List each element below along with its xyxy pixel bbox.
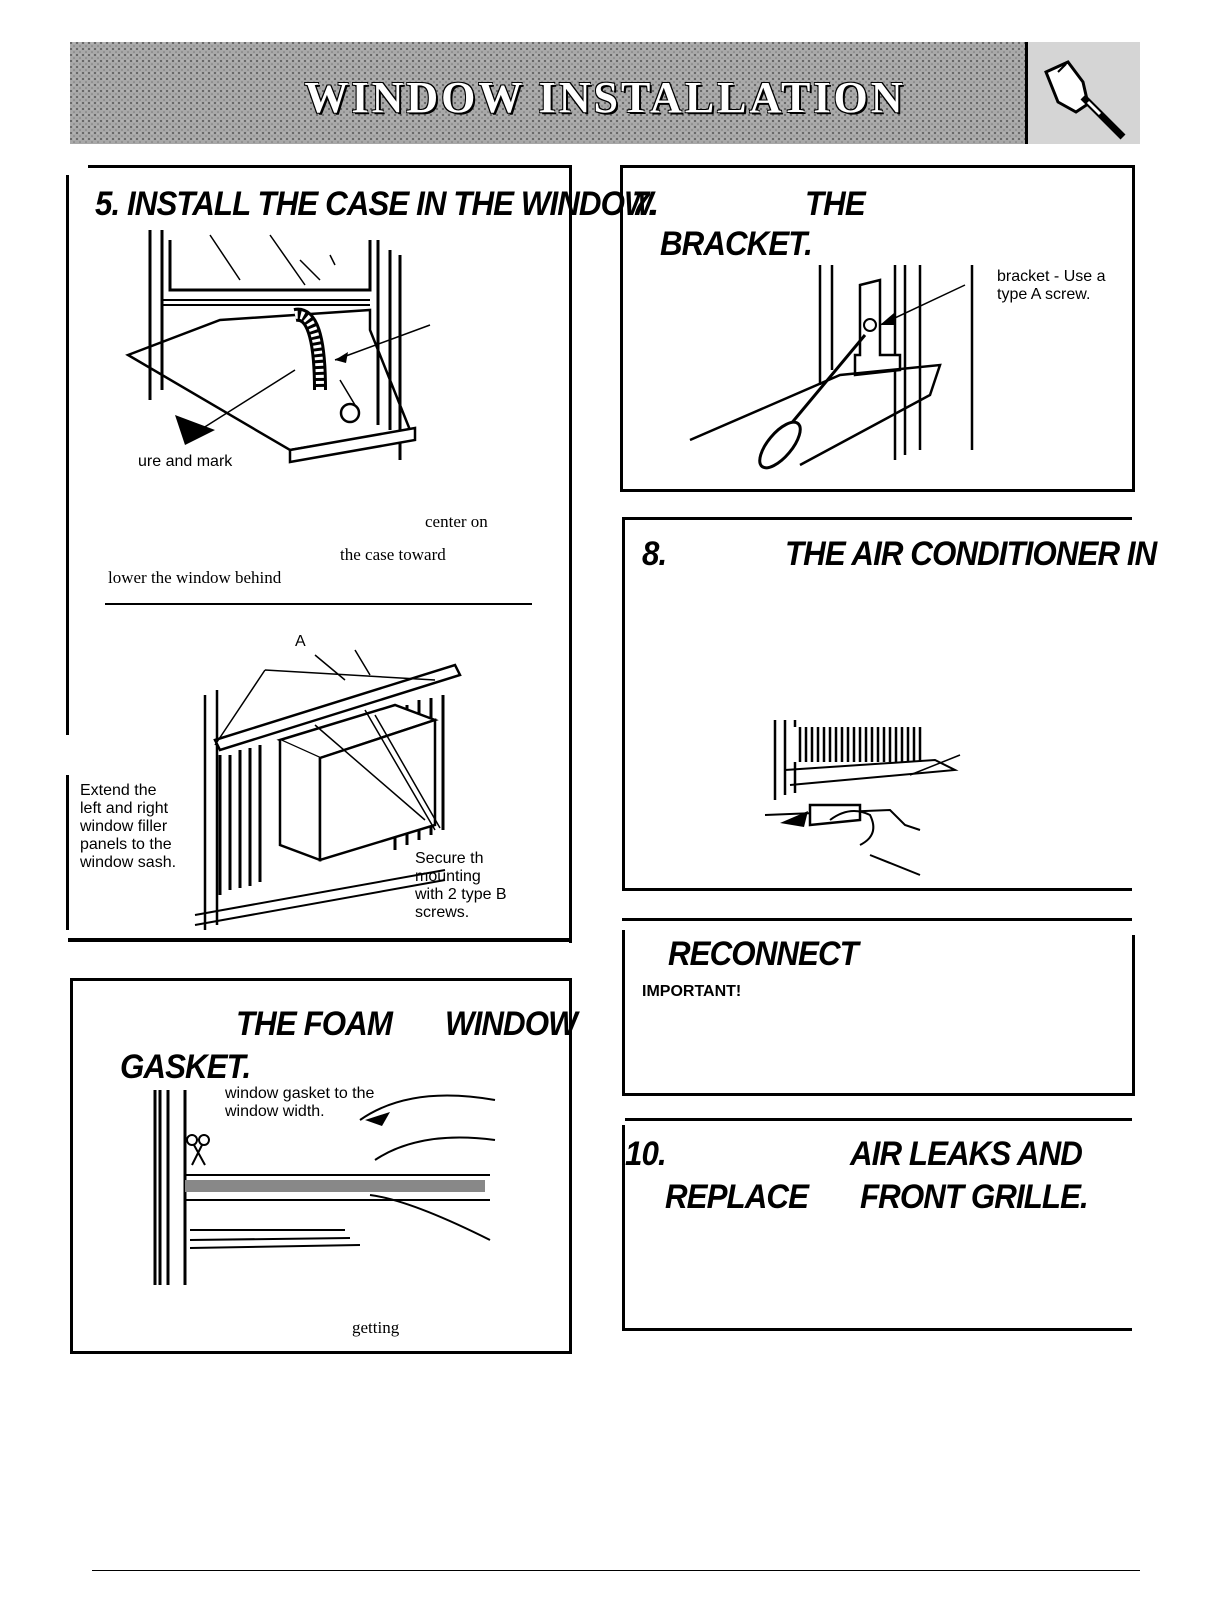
step8-heading-num: 8.: [642, 535, 667, 573]
case-mounting-illustration: [194, 649, 462, 930]
step10-left-rule: [622, 1125, 625, 1330]
step8-left-rule: [622, 517, 625, 890]
step5-box: [88, 165, 572, 943]
gasket-illustration: [153, 1090, 496, 1285]
step6-text-getting: getting: [352, 1318, 400, 1337]
step5-callout-A: A: [295, 633, 306, 650]
page-title: WINDOW INSTALLATION: [304, 73, 906, 122]
step9-bottom-rule: [622, 1093, 1135, 1096]
banner-texture: [70, 42, 1140, 144]
step5-left-rule: [66, 175, 69, 735]
step7-heading-num: 7.: [632, 185, 657, 223]
step7-heading-bracket: BRACKET.: [660, 225, 813, 263]
step10-bottom-rule: [622, 1328, 1132, 1331]
step9-heading: RECONNECT: [668, 935, 859, 973]
step7-heading-the: THE: [805, 185, 866, 223]
step9-left-rule: [622, 930, 625, 1095]
step10-heading-front-grille: FRONT GRILLE.: [860, 1178, 1089, 1216]
step8-top-rule: [622, 517, 1132, 520]
step10-heading-num: 10.: [625, 1135, 667, 1173]
footer-rule: [92, 1570, 1140, 1571]
step5-heading: 5. INSTALL THE CASE IN THE WINDOW.: [95, 185, 659, 223]
window-case-illustration: [125, 230, 431, 464]
step5-text-lower-window: lower the window behind: [108, 568, 282, 587]
step6-heading-window: WINDOW: [445, 1005, 578, 1043]
step6-heading-the-foam: THE FOAM: [236, 1005, 393, 1043]
step10-heading-part1: AIR LEAKS AND: [850, 1135, 1083, 1173]
step7-box: [620, 165, 1135, 492]
step5-text-center: center on: [425, 512, 488, 531]
step8-heading-rest: THE AIR CONDITIONER IN: [785, 535, 1157, 573]
step9-top-rule: [622, 918, 1132, 921]
step6-box: [70, 978, 572, 1354]
step10-heading-replace: REPLACE: [665, 1178, 809, 1216]
hand-screwdriver-icon: [1025, 42, 1140, 144]
step6-heading-gasket: GASKET.: [120, 1048, 251, 1086]
header-banner: WINDOW INSTALLATION: [70, 42, 1140, 144]
step8-bottom-rule: [622, 888, 1132, 891]
step5-divider: [105, 603, 532, 605]
step5-left-rule-lower: [66, 775, 69, 930]
step5-measure-callout: ure and mark: [138, 453, 233, 470]
step5-bottom-rule: [68, 938, 572, 942]
step9-right-rule: [1132, 935, 1135, 1095]
air-conditioner-illustration: [764, 720, 961, 876]
step5-text-case-toward: the case toward: [340, 545, 446, 564]
bracket-illustration: [689, 265, 974, 470]
step9-important: IMPORTANT!: [642, 983, 742, 1000]
step10-top-rule: [625, 1118, 1132, 1121]
